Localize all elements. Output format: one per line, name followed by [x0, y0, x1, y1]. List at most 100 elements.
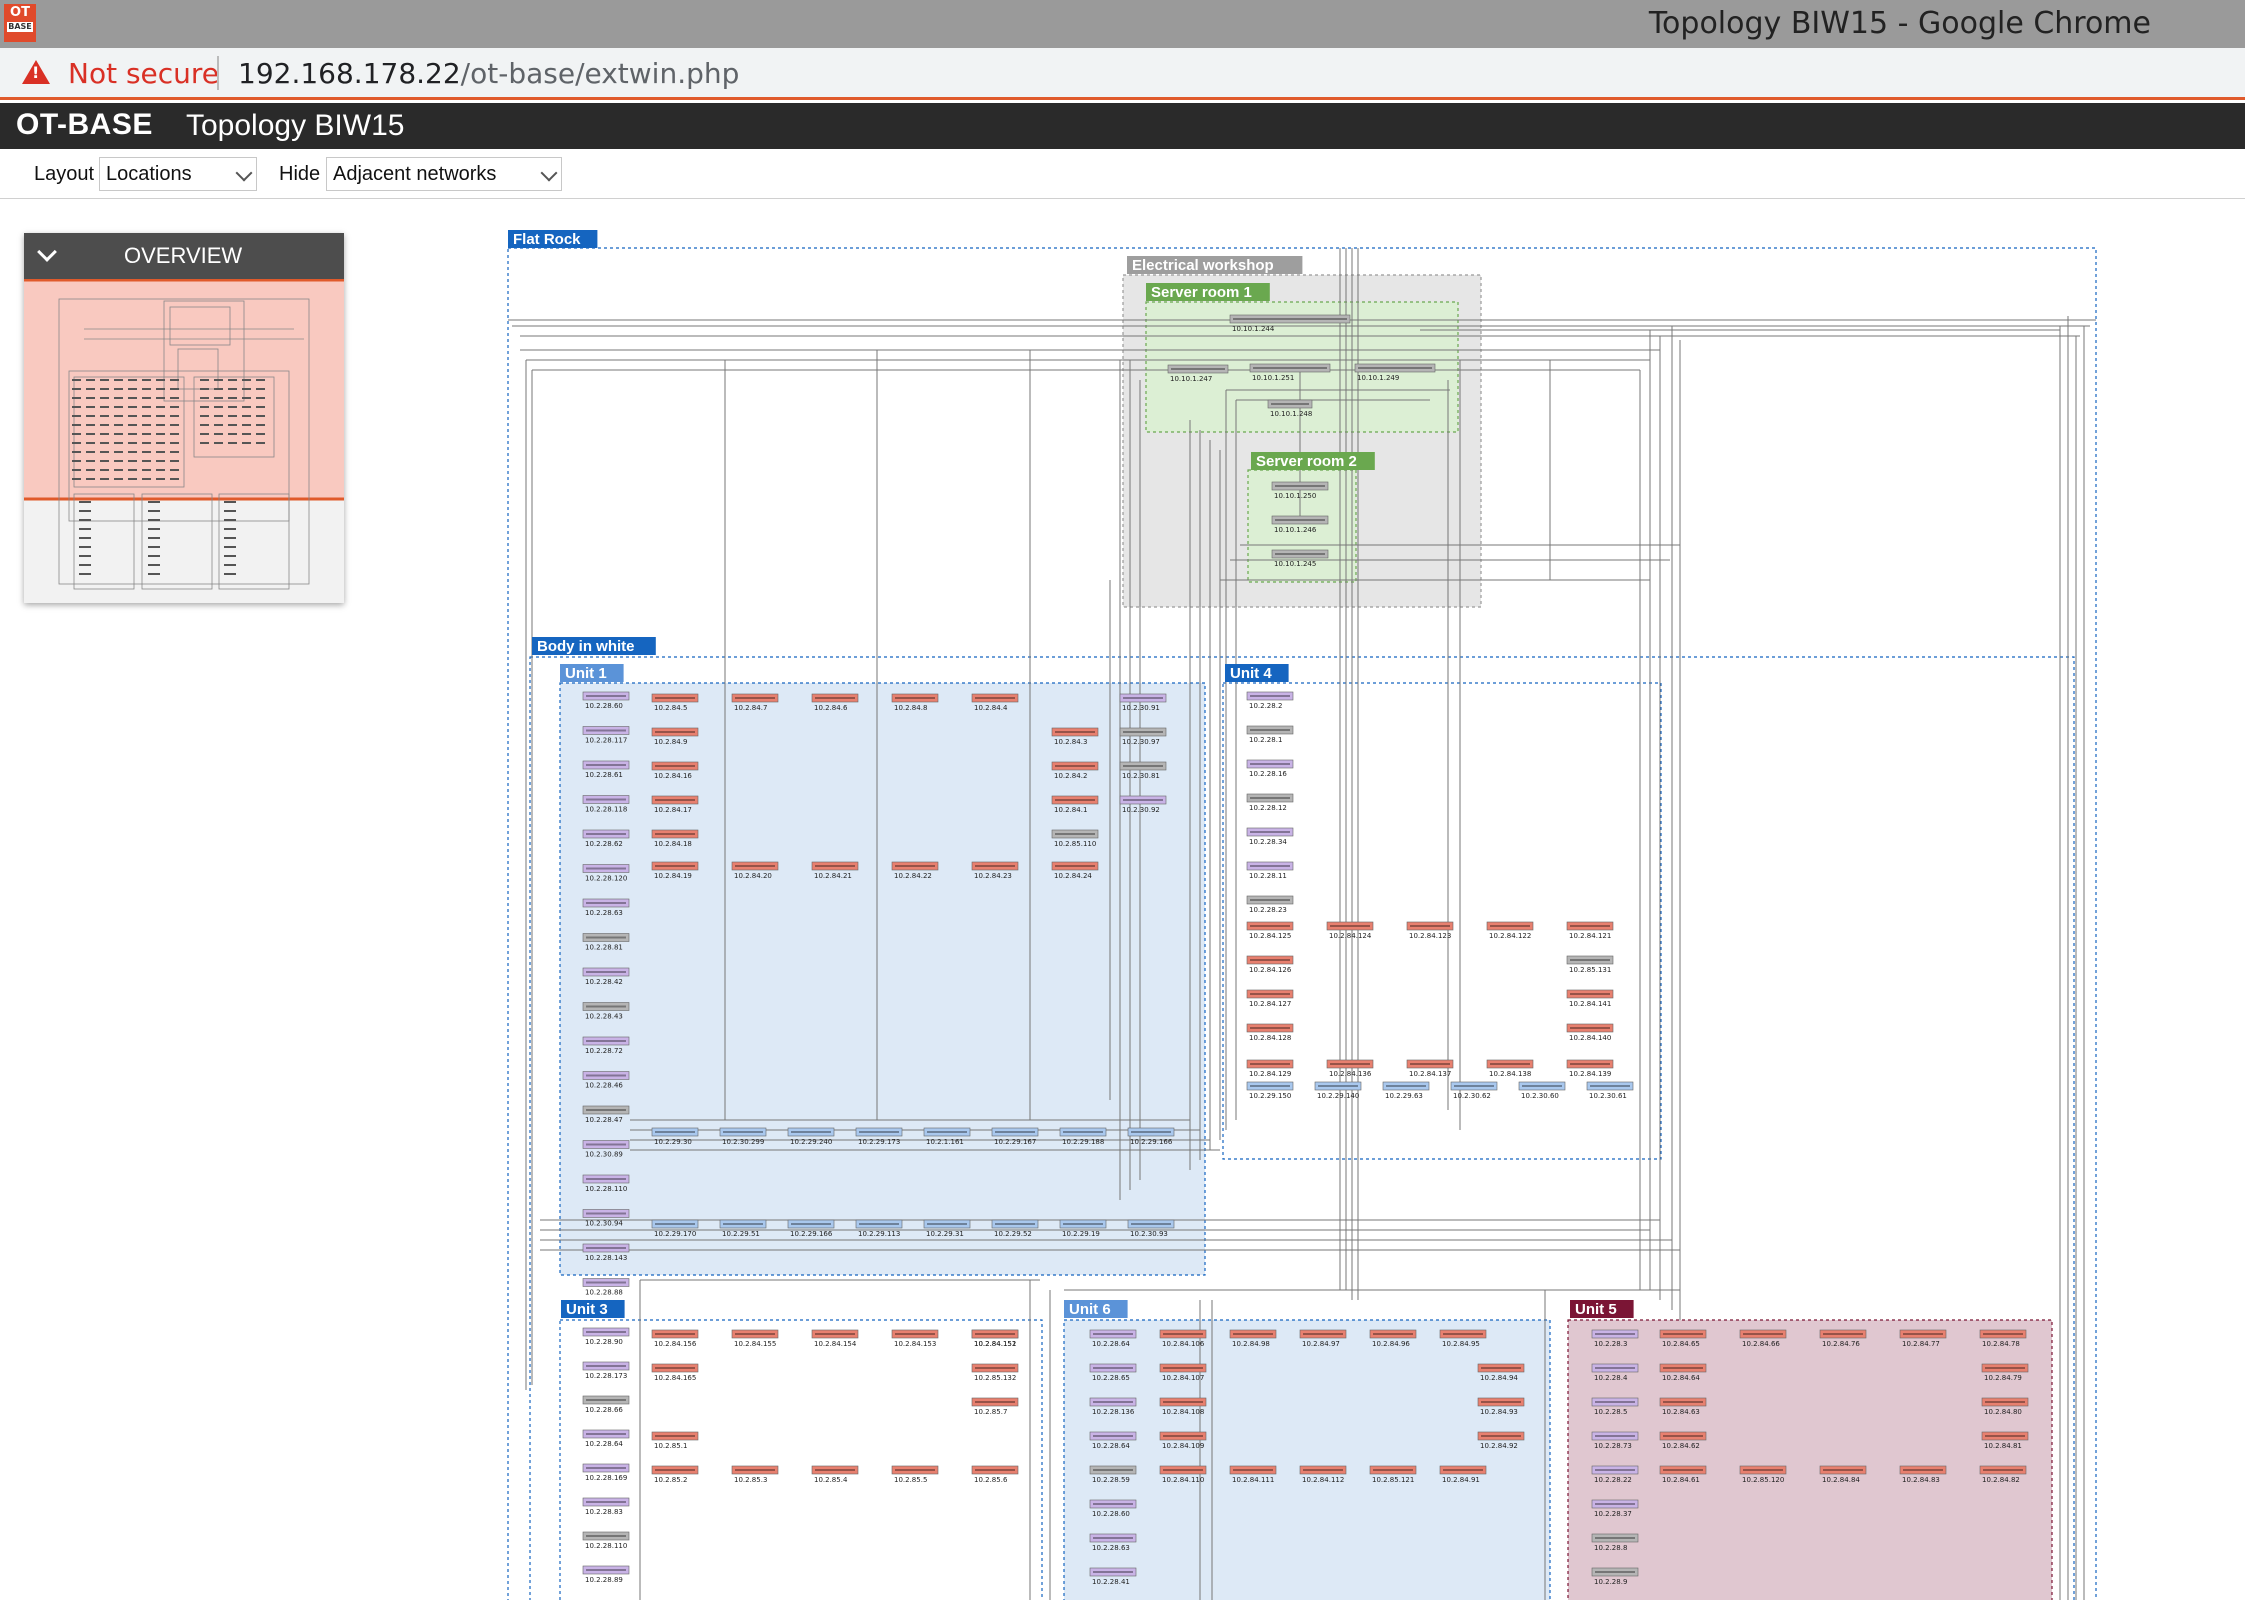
unit3-row4-3[interactable] — [891, 1465, 939, 1475]
unit1-bottom2-2[interactable] — [787, 1219, 835, 1229]
unit1-bottom1-7[interactable] — [1127, 1127, 1175, 1137]
unit1-bottom2-0[interactable] — [651, 1219, 699, 1229]
unit5-row5-0[interactable] — [1659, 1465, 1707, 1475]
unit6-col-a-4[interactable] — [1089, 1465, 1137, 1475]
unit1-right-a-3[interactable] — [1051, 829, 1099, 839]
unit6-col-b-1[interactable] — [1159, 1397, 1207, 1407]
unit3-col-b-0[interactable] — [651, 1363, 699, 1373]
unit1-right-b-0[interactable] — [1119, 727, 1167, 737]
unit3-col-a-5[interactable] — [582, 1497, 630, 1507]
unit1-row1-switch[interactable] — [1119, 693, 1167, 703]
unit1-col-a-6[interactable] — [582, 898, 630, 908]
unit1-col-b-2[interactable] — [651, 795, 699, 805]
unit3-row4-0[interactable] — [651, 1465, 699, 1475]
server-node-s2b[interactable] — [1271, 515, 1329, 525]
unit6-row5-0[interactable] — [1159, 1465, 1207, 1475]
unit4-col-b-2[interactable] — [1246, 1023, 1294, 1033]
unit1-bottom1-2[interactable] — [787, 1127, 835, 1137]
unit4-col-a-2[interactable] — [1246, 759, 1294, 769]
unit1-col-a-15[interactable] — [582, 1209, 630, 1218]
unit1-col-b-0[interactable] — [651, 727, 699, 737]
unit5-row5-1[interactable] — [1739, 1465, 1787, 1475]
unit4-col-b-0[interactable] — [1246, 955, 1294, 965]
unit1-col-a-4[interactable] — [582, 829, 630, 839]
unit6-row1-1[interactable] — [1229, 1329, 1277, 1339]
overview-header[interactable]: OVERVIEW — [24, 233, 344, 279]
unit1-bottom2-7[interactable] — [1127, 1219, 1175, 1229]
unit6-row5-3[interactable] — [1369, 1465, 1417, 1475]
unit3-row1-2[interactable] — [811, 1329, 859, 1339]
unit1-col-a-5[interactable] — [582, 864, 630, 873]
unit5-row1-2[interactable] — [1819, 1329, 1867, 1339]
unit1-bottom2-6[interactable] — [1059, 1219, 1107, 1229]
unit1-row1-3[interactable] — [891, 693, 939, 703]
unit3-col-a-2[interactable] — [582, 1395, 630, 1405]
unit5-row5-2[interactable] — [1819, 1465, 1867, 1475]
unit4-col-b-1[interactable] — [1246, 989, 1294, 999]
unit6-col-a-1[interactable] — [1089, 1363, 1137, 1373]
unit4-row1-0[interactable] — [1246, 921, 1294, 931]
unit6-col-a-6[interactable] — [1089, 1533, 1137, 1543]
server-node-s2a[interactable] — [1271, 481, 1329, 491]
unit1-col-a-0[interactable] — [582, 691, 630, 701]
unit1-row1-0[interactable] — [651, 693, 699, 703]
unit3-row1-3[interactable] — [891, 1329, 939, 1339]
unit3-col-a-7[interactable] — [582, 1565, 630, 1575]
unit1-row1-2[interactable] — [811, 693, 859, 703]
unit1-col-a-10[interactable] — [582, 1036, 630, 1046]
unit4-row6-5[interactable] — [1586, 1081, 1634, 1091]
unit5-col-a-6[interactable] — [1591, 1533, 1639, 1543]
unit5-col-a-5[interactable] — [1591, 1499, 1639, 1509]
unit1-row6-0[interactable] — [651, 861, 699, 871]
unit6-right-2[interactable] — [1477, 1431, 1525, 1441]
unit1-col-a-16[interactable] — [582, 1243, 630, 1253]
unit6-row5-4[interactable] — [1439, 1465, 1487, 1475]
unit1-bottom2-1[interactable] — [719, 1219, 767, 1229]
unit6-right-1[interactable] — [1477, 1397, 1525, 1407]
unit4-col-a-4[interactable] — [1246, 827, 1294, 837]
unit4-col-a-5[interactable] — [1246, 861, 1294, 871]
unit1-col-a-2[interactable] — [582, 760, 630, 770]
unit3-row4-2[interactable] — [811, 1465, 859, 1475]
unit5-row1-1[interactable] — [1739, 1329, 1787, 1339]
unit5-row5-4[interactable] — [1979, 1465, 2027, 1475]
unit5-right-0[interactable] — [1981, 1363, 2029, 1373]
unit6-col-b-2[interactable] — [1159, 1431, 1207, 1441]
unit4-row5-3[interactable] — [1486, 1059, 1534, 1069]
unit5-col-a-0[interactable] — [1591, 1329, 1639, 1339]
unit3-row4-1[interactable] — [731, 1465, 779, 1475]
unit4-row6-2[interactable] — [1382, 1081, 1430, 1091]
overview-minimap[interactable] — [24, 278, 344, 603]
unit1-bottom1-4[interactable] — [923, 1127, 971, 1137]
unit5-row1-0[interactable] — [1659, 1329, 1707, 1339]
unit3-col-a-4[interactable] — [582, 1463, 630, 1473]
hide-select[interactable]: Adjacent networks — [326, 157, 562, 191]
unit1-right-a-1[interactable] — [1051, 761, 1099, 771]
unit4-row5-1[interactable] — [1326, 1059, 1374, 1069]
unit6-col-a-0[interactable] — [1089, 1329, 1137, 1339]
address-bar[interactable]: Not secure 192.168.178.22/ot-base/extwin… — [0, 48, 2245, 100]
unit3-col-b-1[interactable] — [651, 1431, 699, 1441]
url-text[interactable]: 192.168.178.22/ot-base/extwin.php — [238, 57, 740, 90]
unit1-col-a-12[interactable] — [582, 1105, 630, 1115]
server-node-s1c[interactable] — [1354, 363, 1436, 373]
unit4-row5-4[interactable] — [1566, 1059, 1614, 1069]
unit6-row1-4[interactable] — [1439, 1329, 1487, 1339]
unit1-col-b-1[interactable] — [651, 761, 699, 771]
unit4-row5-2[interactable] — [1406, 1059, 1454, 1069]
unit1-bottom1-6[interactable] — [1059, 1127, 1107, 1137]
unit5-col-a-4[interactable] — [1591, 1465, 1639, 1475]
unit1-row6-2[interactable] — [811, 861, 859, 871]
unit1-right-a-2[interactable] — [1051, 795, 1099, 805]
unit5-col-b-2[interactable] — [1659, 1431, 1707, 1441]
unit3-row1-1[interactable] — [731, 1329, 779, 1339]
unit1-col-a-3[interactable] — [582, 795, 630, 804]
unit3-row4-4[interactable] — [971, 1465, 1019, 1475]
unit6-col-a-7[interactable] — [1089, 1567, 1137, 1577]
unit5-row1-4[interactable] — [1979, 1329, 2027, 1339]
unit4-row6-1[interactable] — [1314, 1081, 1362, 1091]
unit1-row1-1[interactable] — [731, 693, 779, 703]
unit1-bottom2-4[interactable] — [923, 1219, 971, 1229]
